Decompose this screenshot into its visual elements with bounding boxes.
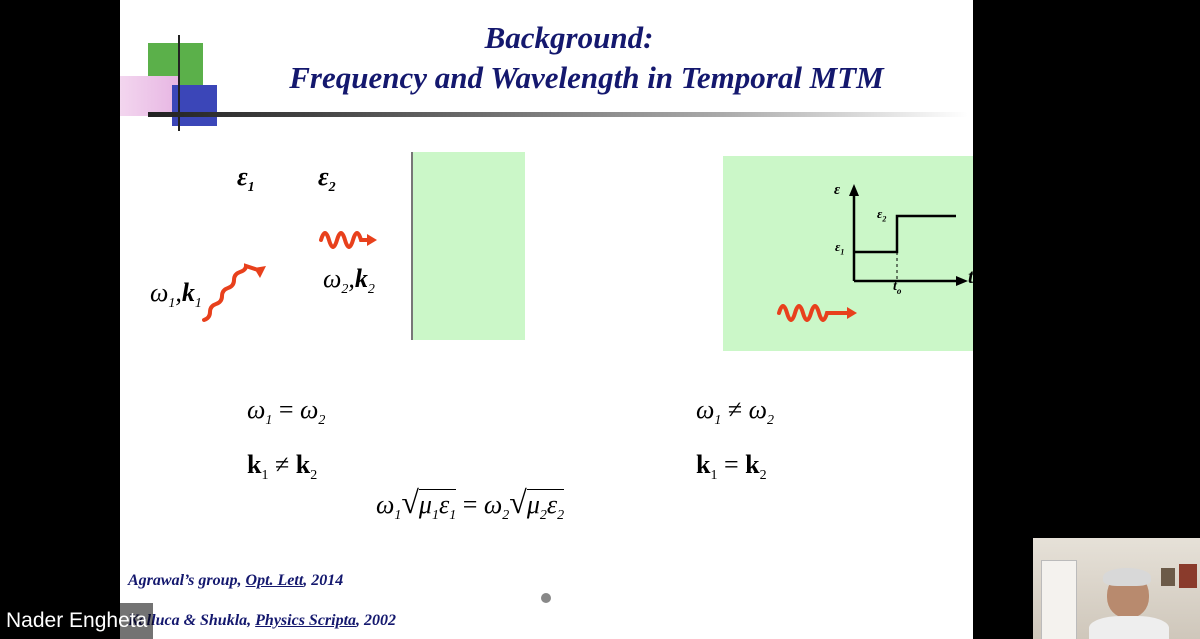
slide-title-line1: Background: xyxy=(484,20,654,55)
eq-left-frequency: ω1 = ω2 xyxy=(247,395,326,429)
reference-agrawal-journal: Opt. Lett xyxy=(245,572,304,589)
omega1-k1-label: ω1,k1 xyxy=(150,278,202,312)
medium-2-panel xyxy=(411,152,525,340)
plot-x-axis-label: t xyxy=(968,266,973,289)
presentation-slide: Background: Frequency and Wavelength in … xyxy=(120,0,973,639)
epsilon-time-plot xyxy=(777,184,968,322)
speaker-video-thumbnail[interactable] xyxy=(1033,538,1200,639)
incident-wave-icon xyxy=(202,263,266,322)
speaker-name-label: Nader Engheta xyxy=(0,603,154,639)
epsilon1-label: ε1 xyxy=(237,162,255,196)
corner-decoration xyxy=(120,0,240,140)
eq-right-wavenumber: k1 = k2 xyxy=(696,450,767,484)
eq-center-impedance: ω1√μ1ε1 = ω2√μ2ε2 xyxy=(376,484,565,524)
reference-agrawal: Agrawal’s group, Opt. Lett, 2014 xyxy=(128,572,344,589)
reference-kalluca-journal: Physics Scripta xyxy=(255,612,357,629)
plot-eps1-label: ε1 xyxy=(835,239,845,257)
plot-t0-label: to xyxy=(893,279,902,296)
eq-right-frequency: ω1 ≠ ω2 xyxy=(696,395,774,429)
slide-title-line2: Frequency and Wavelength in Temporal MTM xyxy=(289,60,884,95)
transmitted-wave-icon xyxy=(319,231,377,249)
eq-left-wavenumber: k1 ≠ k2 xyxy=(247,450,318,484)
reference-kalluca: Kalluca & Shukla, Physics Scripta, 2002 xyxy=(128,612,397,629)
temporal-panel xyxy=(723,156,973,351)
laser-pointer-dot xyxy=(541,593,551,603)
omega2-k2-label: ω2,k2 xyxy=(323,264,375,298)
plot-y-axis-label: ε xyxy=(834,182,841,198)
epsilon2-label: ε2 xyxy=(318,162,336,196)
title-underline xyxy=(148,112,968,117)
plot-eps2-label: ε2 xyxy=(877,206,887,224)
